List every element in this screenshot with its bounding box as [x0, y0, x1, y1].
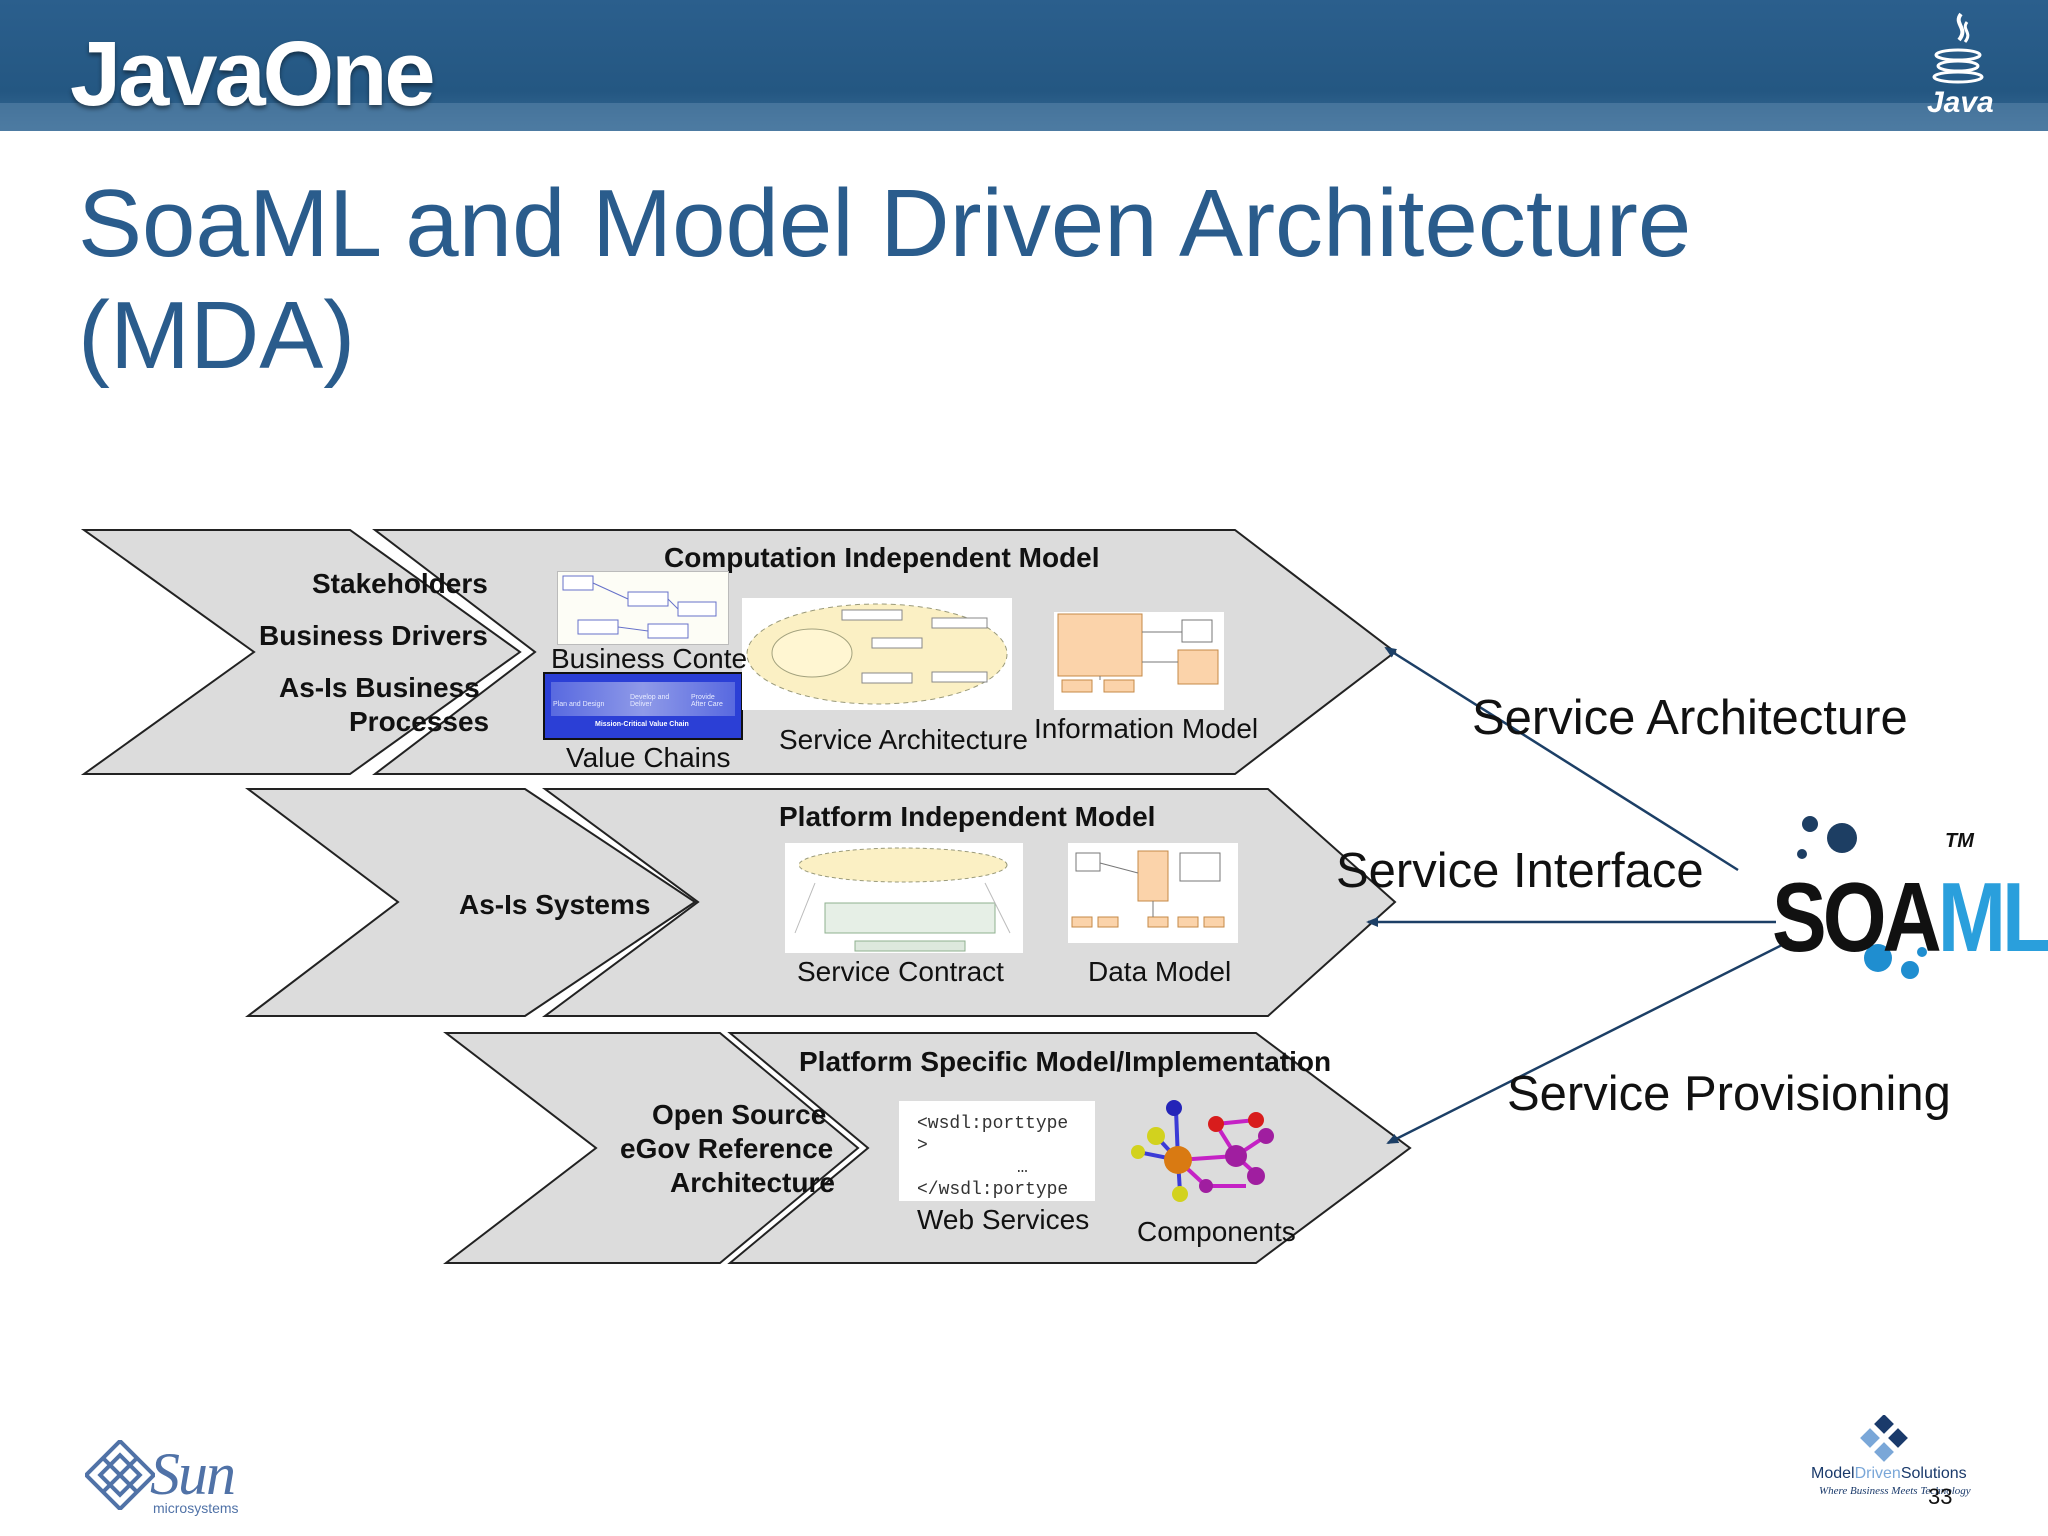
service-architecture-thumbnail — [742, 598, 1012, 710]
caption-business-context: Business Conte — [551, 643, 748, 674]
cim-left-item-4: Processes — [349, 706, 490, 737]
wsdl-code-snippet: <wsdl:porttype > … </wsdl:portype — [899, 1101, 1095, 1201]
information-model-thumbnail — [1054, 612, 1224, 710]
caption-information-model: Information Model — [1034, 713, 1259, 744]
mds-tagline: Where Business Meets Technology — [1819, 1485, 1971, 1497]
header-bar: JavaOne Java — [0, 0, 2048, 131]
caption-web-services: Web Services — [917, 1204, 1090, 1235]
java-coffee-cup-icon: Java — [1923, 10, 1994, 120]
value-chain-caption: Mission-Critical Value Chain — [595, 721, 689, 728]
arrow-service-architecture — [1384, 646, 1739, 872]
mds-model: Model — [1811, 1465, 1855, 1482]
cim-left-chevron — [80, 529, 522, 775]
wsdl-line-1: <wsdl:porttype — [917, 1114, 1069, 1134]
javaone-logo: JavaOne — [70, 23, 436, 125]
sun-wordmark: Sun — [150, 1441, 236, 1507]
data-model-thumbnail — [1068, 843, 1238, 943]
cim-heading: Computation Independent Model — [664, 542, 1100, 573]
label-service-interface: Service Interface — [1336, 844, 1704, 898]
value-chain-stage-1: Plan and Design — [553, 701, 605, 708]
caption-value-chains: Value Chains — [566, 742, 731, 773]
components-molecule-icon — [1131, 1100, 1274, 1202]
value-chain-stage-2: Develop and Deliver — [630, 694, 670, 708]
title-line-2: (MDA) — [78, 282, 356, 389]
cim-left-item-3: As-Is Business — [279, 672, 480, 703]
pim-heading: Platform Independent Model — [779, 801, 1156, 832]
soaml-ml: ML — [1937, 863, 2048, 973]
soaml-wordmark: SOAML — [1772, 862, 2048, 975]
psm-heading: Platform Specific Model/Implementation — [799, 1046, 1332, 1077]
label-service-architecture: Service Architecture — [1472, 691, 1908, 745]
mds-wordmark: ModelDrivenSolutions — [1811, 1465, 1967, 1483]
header-strip — [0, 103, 2048, 131]
pim-left-chevron — [245, 788, 697, 1017]
page-number: 33 — [1928, 1484, 1953, 1509]
sun-microsystems-logo: Sun microsystems — [85, 1440, 265, 1520]
wsdl-line-3: … — [1017, 1158, 1028, 1178]
java-logo-text: Java — [1927, 86, 1994, 119]
cim-left-item-2: Business Drivers — [259, 620, 488, 651]
psm-left-item-3: Architecture — [670, 1167, 835, 1198]
value-chain-thumbnail: Plan and Design Develop and Deliver Prov… — [543, 672, 743, 740]
caption-service-contract: Service Contract — [797, 956, 1004, 987]
label-service-provisioning: Service Provisioning — [1507, 1067, 1951, 1121]
arrow-service-provisioning — [1386, 938, 1793, 1145]
service-contract-thumbnail — [785, 843, 1023, 953]
pim-left-item-1: As-Is Systems — [459, 889, 651, 920]
soaml-soa: SOA — [1772, 863, 1942, 973]
cim-left-item-1: Stakeholders — [312, 568, 488, 599]
caption-data-model: Data Model — [1088, 956, 1232, 987]
caption-components: Components — [1137, 1216, 1296, 1247]
caption-service-architecture: Service Architecture — [779, 724, 1028, 755]
soaml-trademark: TM — [1945, 830, 1974, 852]
mds-solutions: Solutions — [1900, 1465, 1967, 1482]
value-chain-stage-3: Provide After Care — [691, 694, 723, 708]
title-line-1: SoaML and Model Driven Architecture — [78, 170, 1692, 277]
wsdl-line-2: > — [917, 1136, 928, 1156]
psm-left-chevron — [443, 1032, 860, 1264]
psm-left-item-1: Open Source — [652, 1099, 827, 1130]
soaml-logo: SOAML TM — [1760, 810, 2048, 990]
wsdl-line-4: </wsdl:portype — [917, 1180, 1069, 1200]
model-driven-solutions-logo: ModelDrivenSolutions Where Business Meet… — [1805, 1415, 1985, 1515]
mds-driven: Driven — [1854, 1465, 1901, 1482]
slide-title: SoaML and Model Driven Architecture (MDA… — [78, 168, 1928, 392]
business-context-thumbnail — [557, 571, 729, 645]
sun-subtext: microsystems — [153, 1500, 239, 1516]
psm-left-item-2: eGov Reference — [620, 1133, 834, 1164]
